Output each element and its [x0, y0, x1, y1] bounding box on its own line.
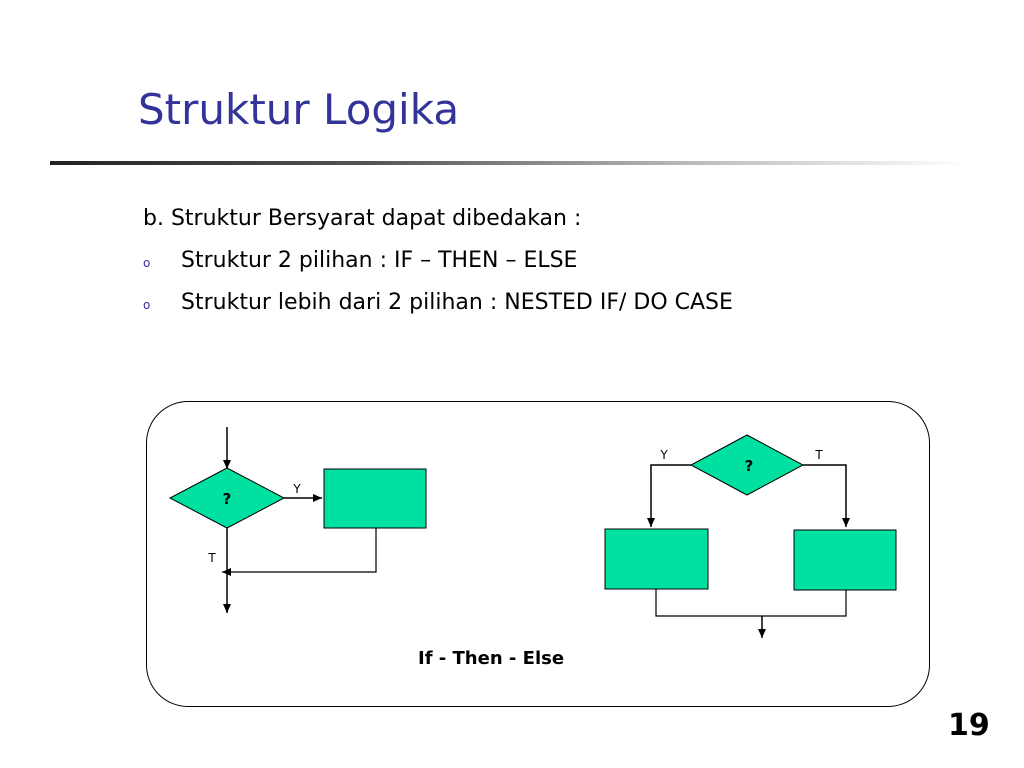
decision-label: ?: [745, 457, 754, 475]
bullet-text: Struktur 2 pilihan : IF – THEN – ELSE: [181, 248, 578, 273]
if-then-flowchart: ? Y T: [168, 427, 427, 613]
slide-body: b. Struktur Bersyarat dapat dibedakan : …: [143, 205, 903, 331]
process-box-yes: [604, 528, 709, 590]
decision-diamond: [689, 434, 805, 496]
no-label: T: [207, 551, 216, 565]
return-line: [222, 528, 377, 576]
intro-text: b. Struktur Bersyarat dapat dibedakan :: [143, 206, 582, 231]
process-box-no: [793, 529, 897, 591]
diagram-caption: If - Then - Else: [418, 648, 565, 669]
bullet-circle-icon: o: [143, 256, 151, 270]
bullet-item-two-choice: o Struktur 2 pilihan : IF – THEN – ELSE: [143, 247, 903, 289]
title-underline: [50, 161, 968, 165]
bullet-text: Struktur lebih dari 2 pilihan : NESTED I…: [181, 290, 733, 315]
no-label: T: [814, 448, 823, 462]
process-box: [323, 468, 427, 529]
if-then-else-flowchart: ? Y T: [604, 434, 897, 638]
yes-label: Y: [292, 482, 301, 496]
yes-branch-arrow: [647, 464, 691, 527]
yes-label: Y: [659, 448, 668, 462]
no-branch-arrow: [803, 464, 850, 527]
bullet-item-multi-choice: o Struktur lebih dari 2 pilihan : NESTED…: [143, 289, 903, 331]
merge-line: [655, 589, 847, 617]
page-number: 19: [948, 708, 990, 743]
bullet-circle-icon: o: [143, 298, 151, 312]
slide-title: Struktur Logika: [138, 85, 460, 134]
diagram-frame: [146, 401, 930, 707]
decision-label: ?: [223, 490, 232, 508]
